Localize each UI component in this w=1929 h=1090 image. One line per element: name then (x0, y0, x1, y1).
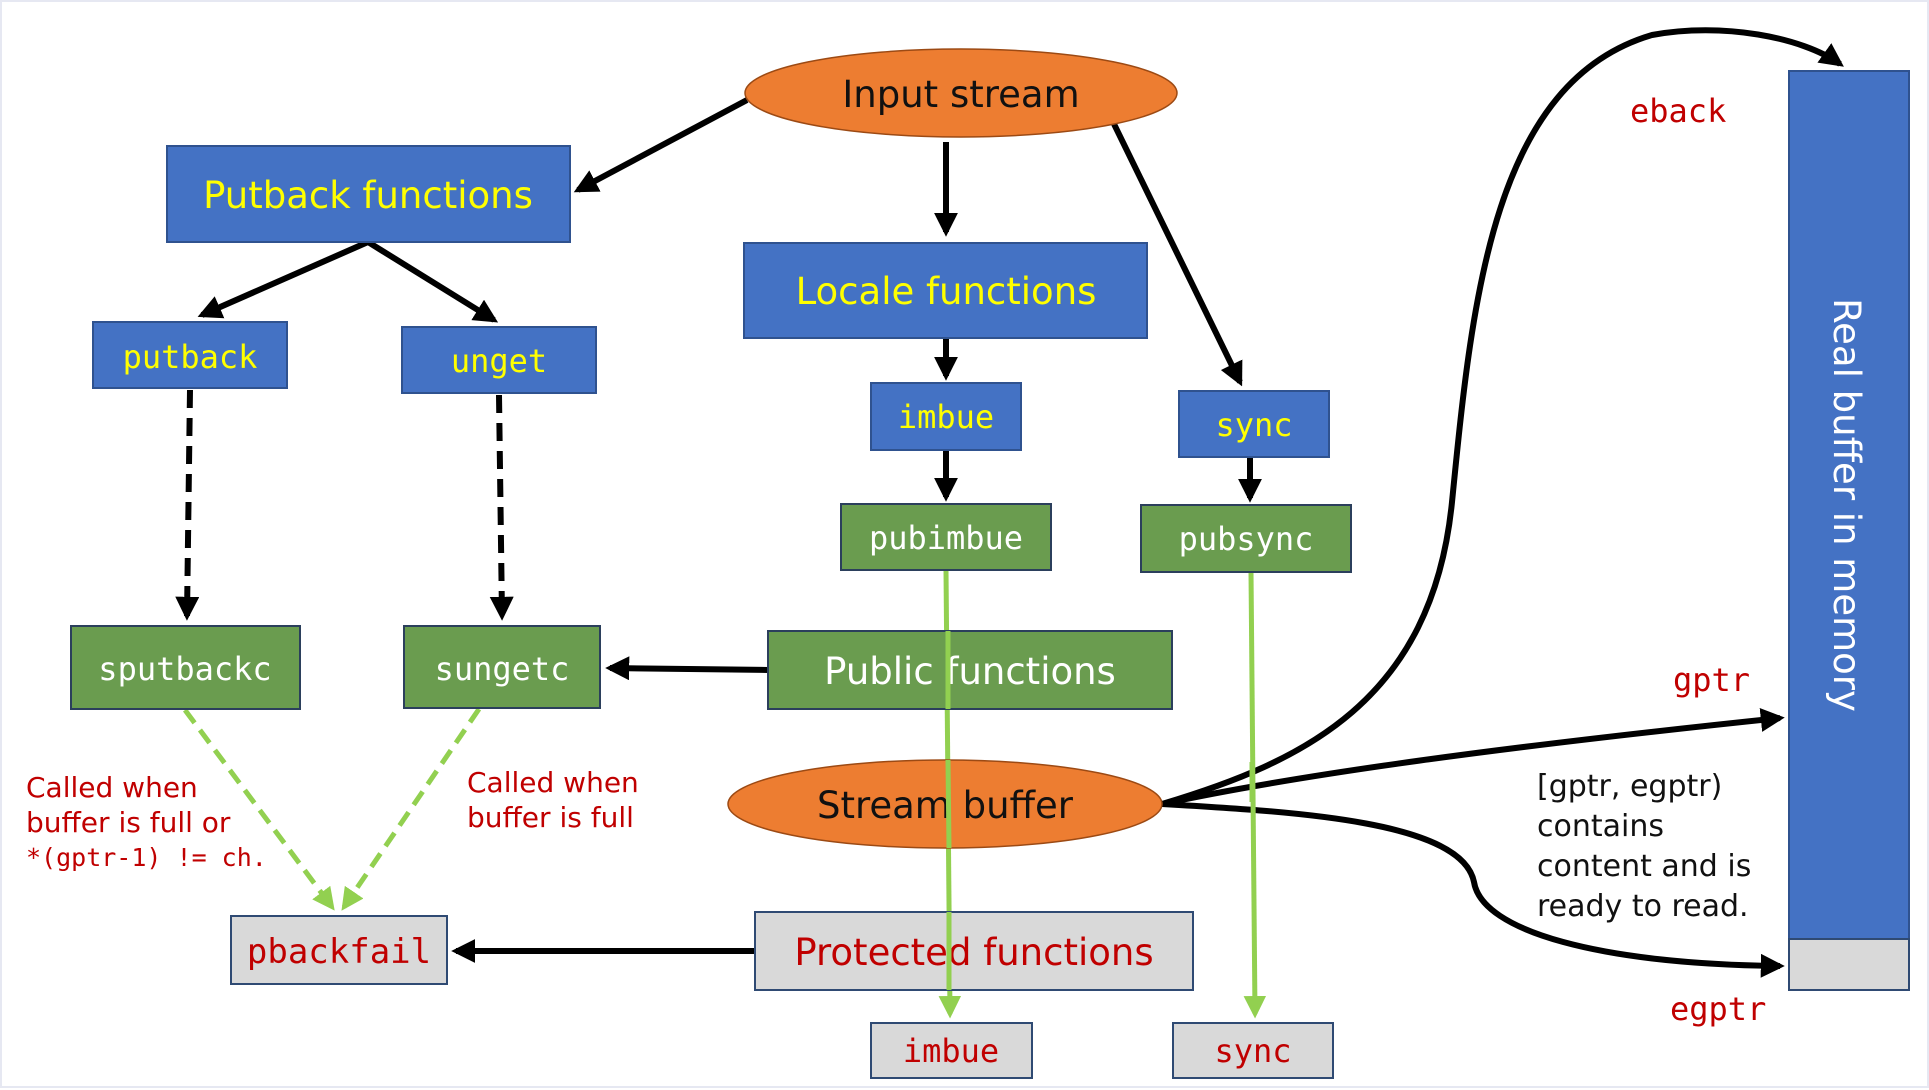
real-buffer-label: Real buffer in memory (1825, 298, 1868, 712)
pubimbue-node[interactable]: pubimbue (840, 503, 1052, 571)
sputbackc-note-line-3: *(gptr-1) != ch. (26, 843, 267, 872)
sungetc-note-line-1: Called when (467, 766, 639, 799)
protected-imbue-box (870, 1022, 1033, 1079)
sputbackc-label: sputbackc (98, 650, 271, 688)
edge-stream-buffer-to-eback (1161, 27, 1844, 807)
protected-sync-node[interactable]: sync (1172, 1022, 1334, 1079)
sputbackc-note: Called when buffer is full or *(gptr-1) … (26, 771, 267, 872)
edge-stream-buffer-to-gptr (1161, 708, 1785, 807)
locale-functions-box (743, 242, 1148, 339)
pubimbue-box (840, 503, 1052, 571)
stream-buffer-node[interactable]: Stream buffer (727, 759, 1163, 849)
sungetc-node[interactable]: sungetc (403, 625, 601, 709)
unget-label: unget (451, 342, 547, 380)
pubsync-node[interactable]: pubsync (1140, 504, 1352, 573)
sync-box (1178, 390, 1330, 458)
edge-input-to-sync (1111, 122, 1243, 387)
edge-putback-functions-to-putback (197, 239, 370, 319)
stream-buffer-label: Stream buffer (817, 784, 1074, 827)
edge-putback-functions-to-unget (366, 239, 499, 323)
locale-functions-label: Locale functions (796, 270, 1097, 313)
edge-sputbackc-to-pbackfail (182, 708, 335, 911)
imbue-node[interactable]: imbue (870, 382, 1022, 451)
eback-label: eback (1630, 92, 1726, 130)
gptr-label: gptr (1673, 661, 1750, 699)
edge-pubimbue-overlay-stream-buffer (945, 759, 952, 849)
pbackfail-label: pbackfail (247, 932, 431, 972)
edge-stream-buffer-to-egptr (1161, 801, 1785, 978)
real-buffer-filled-region (1788, 70, 1910, 940)
protected-functions-box (754, 911, 1194, 991)
sputbackc-note-line-1: Called when (26, 771, 198, 804)
input-stream-node[interactable]: Input stream (744, 48, 1178, 138)
pubsync-label: pubsync (1179, 520, 1314, 558)
edge-putback-to-sputbackc (175, 389, 200, 621)
range-note-line-4: ready to read. (1537, 889, 1749, 924)
putback-box (92, 321, 288, 389)
protected-imbue-label: imbue (903, 1032, 999, 1070)
putback-label: putback (123, 338, 258, 376)
imbue-box (870, 382, 1022, 451)
range-note-line-1: [gptr, egptr) (1537, 769, 1722, 804)
sync-node[interactable]: sync (1178, 390, 1330, 458)
putback-functions-label: Putback functions (203, 174, 533, 217)
sungetc-note: Called when buffer is full (467, 766, 639, 834)
protected-sync-box (1172, 1022, 1334, 1079)
putback-functions-node[interactable]: Putback functions (166, 145, 571, 243)
input-stream-label: Input stream (842, 73, 1079, 116)
pbackfail-box (230, 915, 448, 985)
range-note-line-2: contains (1537, 809, 1664, 844)
real-buffer-node[interactable]: Real buffer in memory (1788, 70, 1910, 991)
unget-node[interactable]: unget (401, 326, 597, 394)
sputbackc-node[interactable]: sputbackc (70, 625, 301, 710)
stream-buffer-ellipse (727, 759, 1163, 849)
public-functions-label: Public functions (824, 650, 1116, 693)
edge-public-functions-to-sungetc (605, 656, 769, 681)
edge-input-to-putback-functions (573, 97, 749, 193)
edge-unget-to-sungetc (489, 394, 514, 621)
sungetc-box (403, 625, 601, 709)
unget-box (401, 326, 597, 394)
putback-node[interactable]: putback (92, 321, 288, 389)
pbackfail-node[interactable]: pbackfail (230, 915, 448, 985)
edges (175, 27, 1844, 1019)
locale-functions-node[interactable]: Locale functions (743, 242, 1148, 339)
pubimbue-label: pubimbue (869, 519, 1023, 557)
range-note-line-3: content and is (1537, 849, 1751, 884)
sync-label: sync (1215, 406, 1292, 444)
protected-functions-node[interactable]: Protected functions (754, 911, 1194, 991)
protected-imbue-node[interactable]: imbue (870, 1022, 1033, 1079)
protected-sync-label: sync (1214, 1032, 1291, 1070)
sputbackc-box (70, 625, 301, 710)
real-buffer-empty-region (1788, 938, 1910, 991)
imbue-label: imbue (898, 398, 994, 436)
sputbackc-note-line-2: buffer is full or (26, 806, 231, 839)
edge-sungetc-to-pbackfail (341, 707, 482, 911)
pubsync-box (1140, 504, 1352, 573)
input-stream-ellipse (744, 48, 1178, 138)
protected-functions-label: Protected functions (794, 931, 1153, 974)
egptr-label: egptr (1670, 990, 1766, 1028)
sungetc-note-line-2: buffer is full (467, 801, 634, 834)
sungetc-label: sungetc (435, 650, 570, 688)
putback-functions-box (166, 145, 571, 243)
public-functions-box (767, 630, 1173, 710)
public-functions-node[interactable]: Public functions (767, 630, 1173, 710)
range-note: [gptr, egptr) contains content and is re… (1537, 769, 1751, 924)
